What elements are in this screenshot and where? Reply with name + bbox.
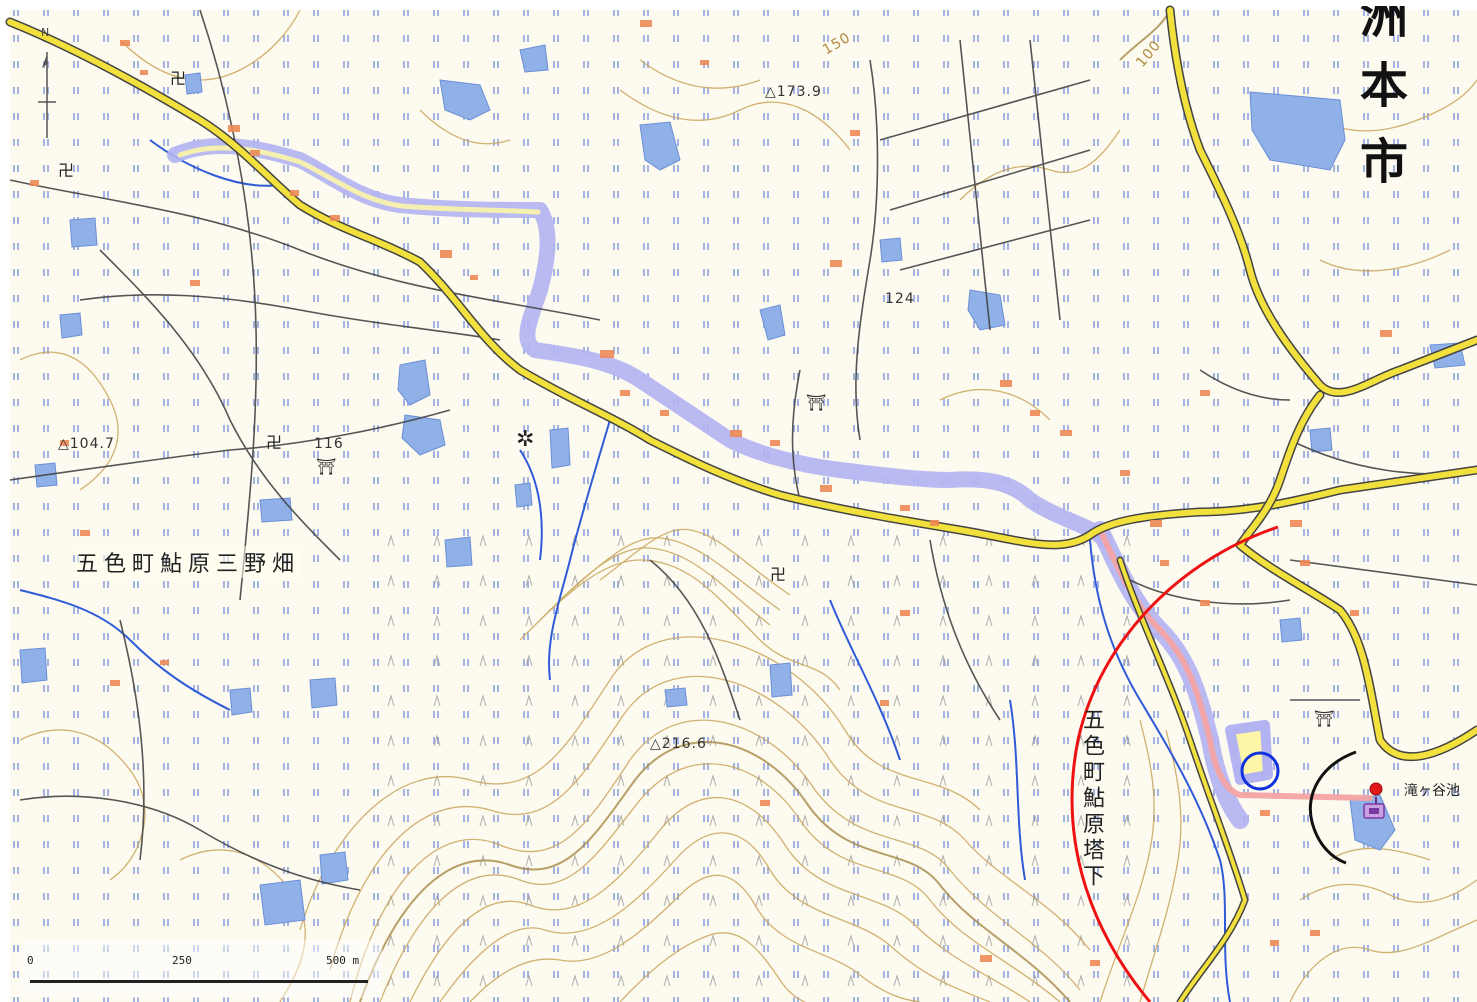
factory-symbol: ✲ <box>516 427 534 452</box>
white-frame-left <box>0 0 10 1002</box>
temple-symbol: 卍 <box>58 161 74 180</box>
north-arrow: N <box>30 26 64 140</box>
blue-circle-annotation <box>1240 751 1280 791</box>
shrine-symbol: ⛩ <box>806 393 826 412</box>
black-arc-annotation <box>1308 750 1357 865</box>
map-symbols: 卍 卍 卍 卍 ⛩ ⛩ ⛩ ✲ <box>58 69 1334 728</box>
rivers <box>19 139 1231 1002</box>
scale-label-0: 0 <box>27 954 34 967</box>
temple-symbol: 卍 <box>770 565 786 584</box>
major-roads <box>5 5 1477 1002</box>
minor-roads <box>9 9 1477 891</box>
contour-lines <box>19 9 1477 1002</box>
city-label-char-1: 洲 <box>1360 0 1409 44</box>
city-label-char-3: 市 <box>1360 134 1409 190</box>
pond-label-takigaike: 滝ヶ谷池 <box>1404 783 1460 799</box>
shrine-symbol: ⛩ <box>316 457 336 476</box>
city-label-char-2: 本 <box>1360 58 1409 114</box>
north-letter: N <box>41 26 50 39</box>
temple-symbol: 卍 <box>266 433 282 452</box>
shrine-symbol: ⛩ <box>1314 709 1334 728</box>
scale-bar-line <box>30 980 368 983</box>
ponds <box>19 44 1466 926</box>
spot-height-label: △104.7 <box>58 436 115 452</box>
spot-height-label: △173.9 <box>765 84 822 100</box>
location-marker <box>1363 782 1385 819</box>
spot-height-label: 116 <box>314 436 344 452</box>
scale-label-250: 250 <box>172 954 192 967</box>
spot-height-label: 124 <box>885 291 915 307</box>
scale-bar: 0 250 500 m <box>22 940 382 998</box>
red-arc-annotation <box>1070 525 1279 1002</box>
north-arrow-icon <box>38 52 56 138</box>
settlement-label-touge: 五色町鮎原塔下 <box>1079 708 1104 890</box>
temple-symbol: 卍 <box>170 69 186 88</box>
scale-label-500: 500 m <box>326 954 360 967</box>
spot-height-label: △216.6 <box>650 736 707 752</box>
buildings <box>30 20 1392 966</box>
settlement-label-mino: 五色町鮎原三野畑 <box>76 546 301 578</box>
forest-texture <box>380 520 1140 1000</box>
white-frame-top <box>0 0 1477 10</box>
